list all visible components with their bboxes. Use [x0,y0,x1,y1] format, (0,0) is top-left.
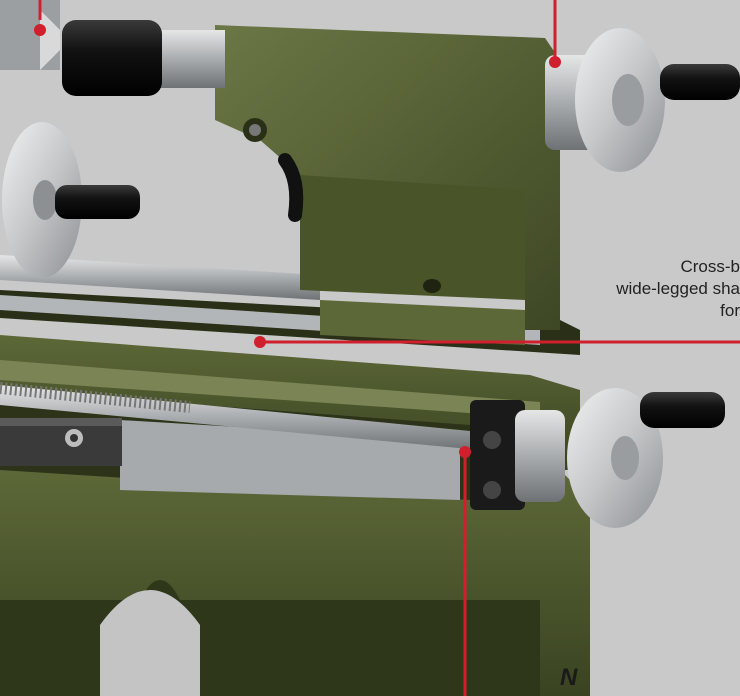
left-handwheel-handle [55,185,140,219]
callout-dots [34,24,561,458]
callout-dot-leadscrew [459,446,471,458]
left-handwheel-hub [33,180,57,220]
tailstock-handwheel-hub [612,74,644,126]
callout-dot-bed [254,336,266,348]
base-opening [100,590,200,696]
tailstock-handwheel-handle [660,64,740,100]
callout-dot-right [549,56,561,68]
live-center-tip [40,10,60,70]
tailstock-lever [278,153,304,222]
tailstock-leg [300,175,525,300]
tailstock-quill [150,30,225,88]
callout-dot-left [34,24,46,36]
tailstock-bolt-hole [423,279,441,293]
tailstock-lock-bolt-head [249,124,261,136]
cross-slide-handwheel-handle [640,392,725,428]
corner-heading: N [560,664,578,691]
lead-screw-thread [0,382,191,413]
bracket-screw-top [483,431,501,449]
cross-slide-handwheel-hub [611,436,639,480]
bracket-screw-bottom [483,481,501,499]
callout-lines [38,0,740,696]
bed-highlight [0,360,540,418]
tailstock-foot [320,300,525,345]
caption-line-3: for [720,301,740,320]
cross-slide-dial [515,410,565,502]
caption-line-2: wide-legged sha [616,279,740,298]
guide-bar [0,255,320,300]
quill-lock-knob [62,20,162,96]
rack-teeth [0,418,122,426]
rack-screw-head [70,434,78,442]
caption-line-1: Cross-b [680,257,740,276]
cross-slide-bracket [470,400,525,510]
